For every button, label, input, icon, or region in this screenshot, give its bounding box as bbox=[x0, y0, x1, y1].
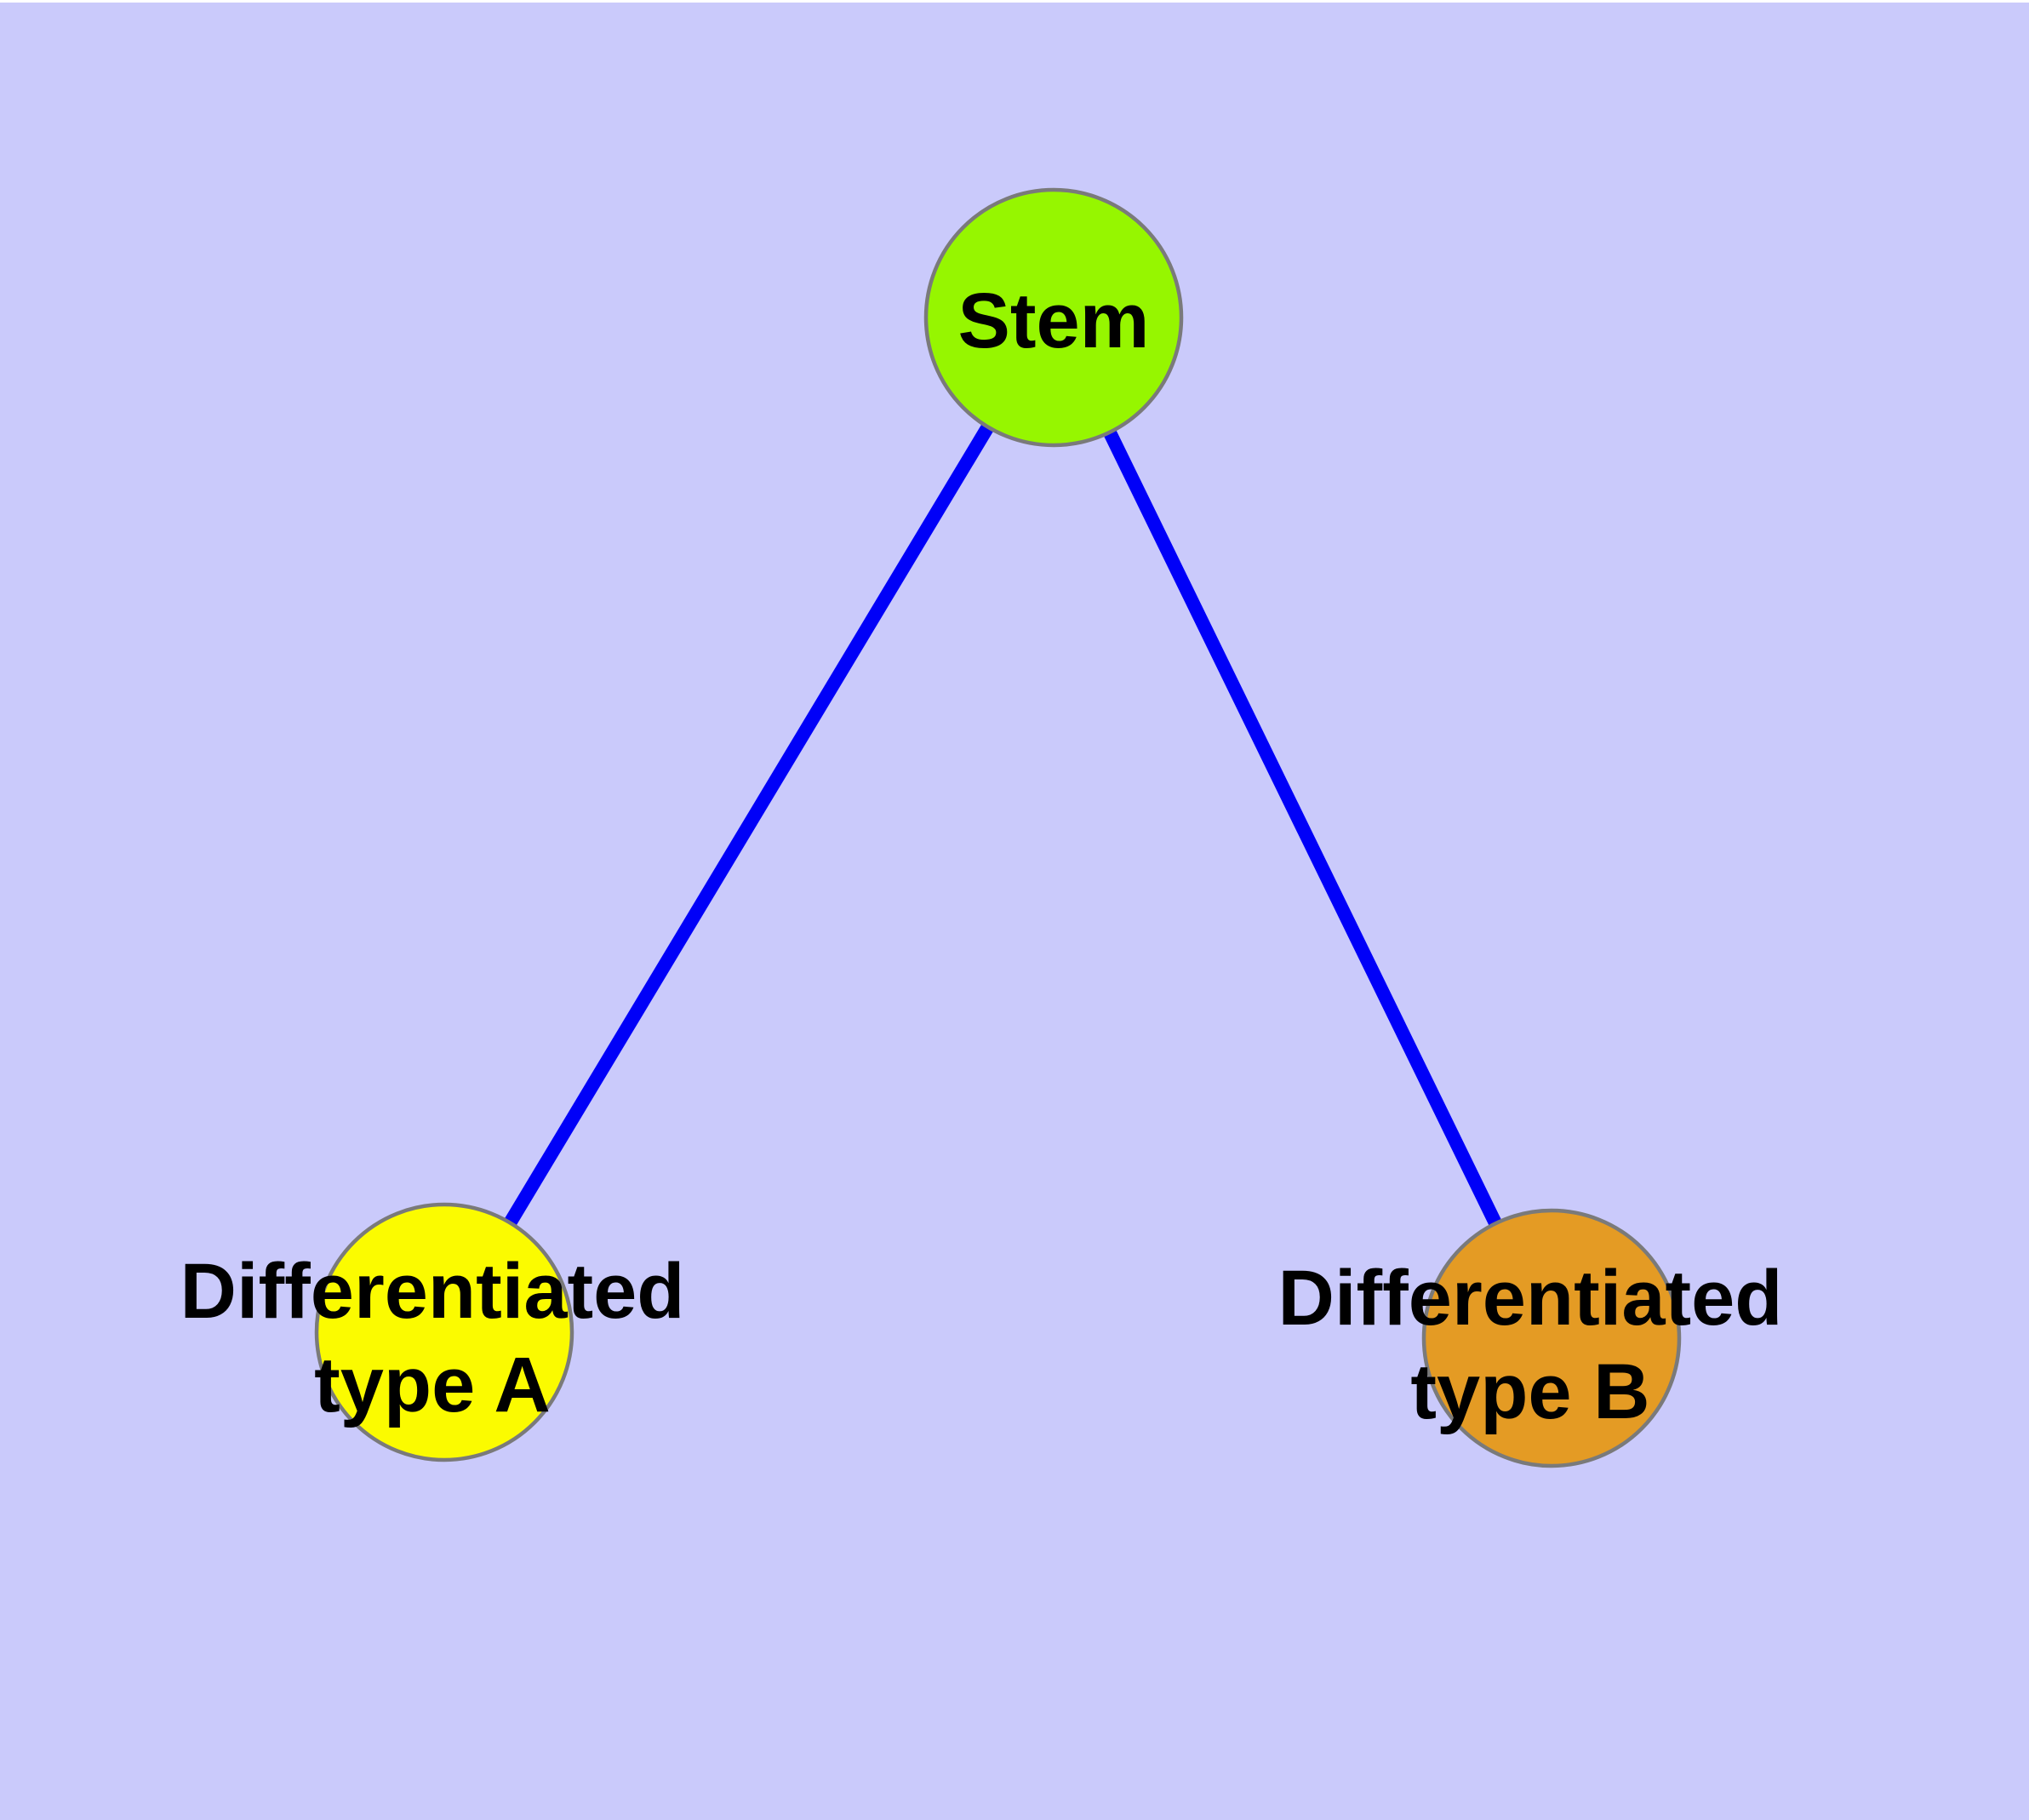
top-margin-strip bbox=[0, 0, 2029, 3]
edge-group bbox=[438, 313, 1558, 1342]
typeA-label-line2: type A bbox=[314, 1342, 551, 1428]
typeA-node-circle bbox=[314, 1202, 574, 1462]
stem-node-label: Stem bbox=[958, 278, 1150, 364]
node-stem: Stem bbox=[923, 187, 1184, 448]
edge-stem-to-typeA bbox=[438, 313, 1060, 1336]
typeA-label-line1: Differentiated bbox=[180, 1248, 685, 1335]
typeB-label-line1: Differentiated bbox=[1278, 1255, 1783, 1342]
typeB-label-line2: type B bbox=[1410, 1348, 1649, 1435]
stem-node-circle bbox=[923, 187, 1184, 448]
edge-stem-to-typeB bbox=[1047, 314, 1558, 1342]
typeB-node-circle bbox=[1421, 1208, 1682, 1468]
